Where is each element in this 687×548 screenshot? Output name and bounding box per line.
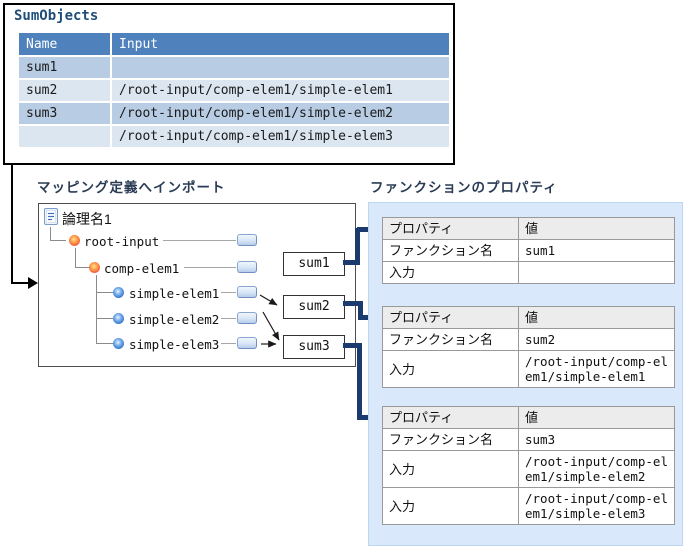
property-value: sum2 [518, 328, 675, 351]
header-value: 値 [518, 406, 675, 429]
node-port-wire [221, 292, 236, 293]
tree-node-label: root-input [84, 234, 160, 249]
complex-element-icon [89, 262, 100, 273]
sumobjects-header-row: Name Input [19, 33, 449, 55]
tree-node-root-label: 論理名1 [62, 211, 112, 227]
sumobjects-title: SumObjects [14, 8, 99, 24]
tree-line [96, 275, 97, 344]
property-value: sum1 [518, 239, 675, 262]
node-port-wire [221, 318, 236, 319]
flow-arrow-line [11, 282, 29, 284]
simple-element-icon [113, 313, 124, 324]
cell-input: /root-input/comp-elem1/simple-elem2 [112, 103, 449, 124]
property-header-row: プロパティ 値 [382, 306, 675, 329]
tree-node-label: comp-elem1 [104, 261, 180, 276]
property-key: ファンクション名 [382, 428, 519, 451]
table-row: /root-input/comp-elem1/simple-elem3 [19, 126, 449, 147]
property-key: 入力 [382, 350, 519, 388]
cell-name [19, 126, 110, 147]
connector-sum1 [343, 260, 357, 265]
property-row: ファンクション名 sum3 [382, 428, 675, 451]
function-box-sum1: sum1 [283, 252, 345, 276]
property-row: ファンクション名 sum1 [382, 239, 675, 262]
column-header-name: Name [19, 33, 110, 55]
header-property: プロパティ [382, 217, 519, 240]
property-row: 入力 /root-input/comp-elem1/simple-elem1 [382, 350, 675, 388]
cell-input: /root-input/comp-elem1/simple-elem1 [112, 80, 449, 101]
table-row: sum3 /root-input/comp-elem1/simple-elem2 [19, 103, 449, 124]
table-row: sum2 /root-input/comp-elem1/simple-elem1 [19, 80, 449, 101]
header-value: 値 [518, 217, 675, 240]
cell-name: sum2 [19, 80, 110, 101]
cell-name: sum1 [19, 57, 110, 78]
connector-sum2 [358, 315, 374, 320]
port-icon [237, 337, 257, 349]
tree-line [75, 248, 76, 268]
tree-line [96, 292, 113, 293]
property-row: 入力 [382, 261, 675, 284]
flow-arrow-line [11, 163, 13, 283]
property-value [518, 261, 675, 284]
property-value: sum3 [518, 428, 675, 451]
properties-section-label: ファンクションのプロパティ [370, 180, 558, 195]
property-key: 入力 [382, 487, 519, 525]
node-port-wire [221, 343, 236, 344]
document-icon [44, 208, 58, 225]
cell-input: /root-input/comp-elem1/simple-elem3 [112, 126, 449, 147]
function-box-sum2: sum2 [283, 295, 345, 319]
property-table-sum3: プロパティ 値 ファンクション名 sum3 入力 /root-input/com… [382, 406, 675, 525]
simple-element-icon [113, 338, 124, 349]
sumobjects-panel: SumObjects Name Input sum1 sum2 /root-in… [3, 3, 455, 165]
property-value: /root-input/comp-elem1/simple-elem2 [518, 450, 675, 488]
connector-sum3 [357, 415, 373, 420]
property-value: /root-input/comp-elem1/simple-elem1 [518, 350, 675, 388]
mapping-section-label: マッピング定義へインポート [37, 180, 226, 195]
connector-sum3 [357, 343, 362, 420]
complex-element-icon [69, 235, 80, 246]
property-header-row: プロパティ 値 [382, 217, 675, 240]
port-icon [237, 234, 257, 246]
header-property: プロパティ [382, 306, 519, 329]
tree-line [75, 267, 89, 268]
connector-sum1 [355, 228, 360, 265]
cell-input [112, 57, 449, 78]
property-key: ファンクション名 [382, 328, 519, 351]
tree-line [50, 240, 66, 241]
port-icon [237, 312, 257, 324]
flow-arrowhead-icon [28, 277, 38, 289]
port-icon [237, 286, 257, 298]
property-row: ファンクション名 sum2 [382, 328, 675, 351]
tree-line [50, 227, 51, 241]
connector-sum1 [357, 227, 375, 232]
property-key: 入力 [382, 261, 519, 284]
property-value: /root-input/comp-elem1/simple-elem3 [518, 487, 675, 525]
connector-sum3 [343, 343, 357, 348]
tree-node-label: simple-elem2 [129, 312, 220, 327]
property-header-row: プロパティ 値 [382, 406, 675, 429]
tree-node-label: simple-elem1 [129, 286, 220, 301]
tree-node-label: simple-elem3 [129, 337, 220, 352]
node-port-wire [184, 267, 236, 268]
function-box-sum3: sum3 [283, 335, 345, 359]
table-row: sum1 [19, 57, 449, 78]
simple-element-icon [113, 287, 124, 298]
column-header-input: Input [112, 33, 449, 55]
sumobjects-table: Name Input sum1 sum2 /root-input/comp-el… [17, 31, 451, 149]
property-key: ファンクション名 [382, 239, 519, 262]
tree-line [96, 318, 113, 319]
cell-name: sum3 [19, 103, 110, 124]
property-row: 入力 /root-input/comp-elem1/simple-elem2 [382, 450, 675, 488]
property-table-sum2: プロパティ 値 ファンクション名 sum2 入力 /root-input/com… [382, 306, 675, 388]
property-row: 入力 /root-input/comp-elem1/simple-elem3 [382, 487, 675, 525]
header-property: プロパティ [382, 406, 519, 429]
connector-sum2 [358, 301, 363, 320]
port-icon [237, 261, 257, 273]
tree-line [96, 343, 113, 344]
node-port-wire [163, 240, 236, 241]
property-table-sum1: プロパティ 値 ファンクション名 sum1 入力 [382, 217, 675, 284]
header-value: 値 [518, 306, 675, 329]
property-key: 入力 [382, 450, 519, 488]
connector-sum2 [343, 301, 358, 306]
